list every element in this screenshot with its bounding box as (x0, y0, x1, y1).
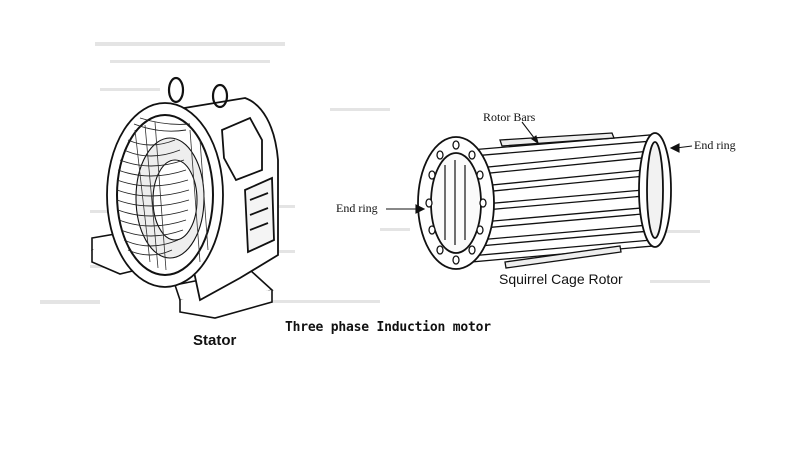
end-ring-right-callout: End ring (694, 138, 736, 152)
callout-leaders (386, 121, 693, 214)
stator-windings (116, 114, 214, 276)
stator-label: Stator (193, 332, 237, 349)
lifting-eyes (167, 76, 229, 109)
rotor-label: Squirrel Cage Rotor (499, 271, 623, 287)
rotor-bars-callout: Rotor Bars (483, 110, 536, 124)
end-ring-left-callout: End ring (336, 201, 378, 215)
right-end-ring (638, 132, 672, 248)
rotor-bars (469, 132, 668, 269)
left-end-ring (417, 136, 495, 270)
figure-caption: Three phase Induction motor (285, 320, 491, 335)
